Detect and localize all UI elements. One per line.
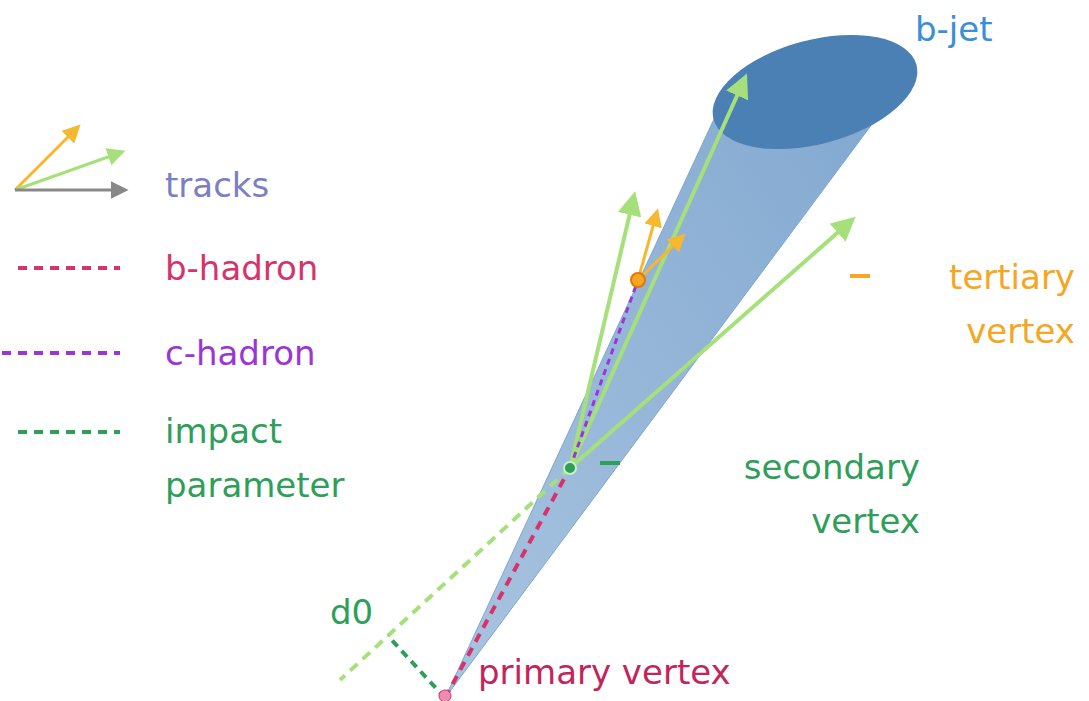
c-hadron-sample bbox=[2, 351, 120, 355]
primary-vertex-dot bbox=[439, 690, 451, 701]
track bbox=[570, 196, 634, 468]
legend-text: tracks bbox=[165, 158, 269, 212]
vertex-label: secondary vertex bbox=[700, 440, 920, 548]
label-dash bbox=[600, 461, 620, 465]
jet-cone-top bbox=[700, 15, 930, 170]
track bbox=[638, 236, 683, 280]
secondary-vertex-dot bbox=[564, 462, 576, 474]
extrapolated-track bbox=[340, 468, 570, 680]
track-sample bbox=[15, 152, 122, 190]
jet-label: b-jet bbox=[915, 2, 993, 56]
track bbox=[570, 220, 852, 468]
track-sample bbox=[15, 189, 125, 192]
legend-text: impact parameter bbox=[165, 404, 405, 512]
label-dash bbox=[850, 274, 870, 278]
tertiary-vertex-dot bbox=[631, 273, 645, 287]
impact-parameter-label: d0 bbox=[330, 585, 373, 639]
impact-parameter-line bbox=[388, 636, 445, 698]
track-sample bbox=[15, 127, 78, 190]
legend-text: b-hadron bbox=[165, 241, 318, 295]
track bbox=[570, 78, 745, 468]
c-hadron-path bbox=[570, 280, 638, 468]
legend-samples bbox=[2, 127, 125, 432]
impact-parameter-sample bbox=[18, 430, 120, 434]
vertex-label: tertiary vertex bbox=[890, 250, 1075, 358]
b-hadron-sample bbox=[18, 266, 120, 270]
legend-text: c-hadron bbox=[165, 326, 316, 380]
jet-cone bbox=[445, 40, 916, 698]
vertex-label: primary vertex bbox=[478, 645, 731, 699]
